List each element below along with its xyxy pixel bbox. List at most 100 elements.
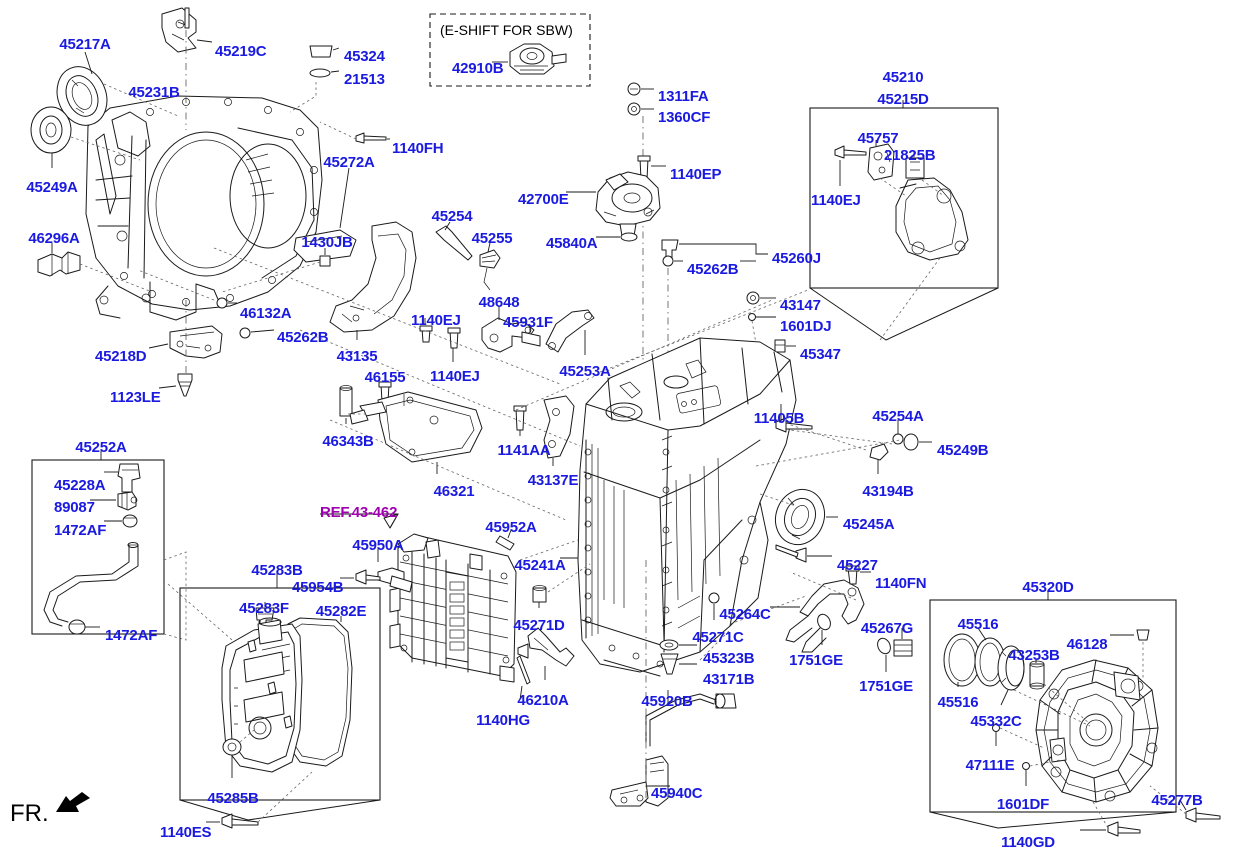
part-number-label-45940c[interactable]: 45940C: [651, 785, 703, 802]
part-number-label-45282e[interactable]: 45282E: [315, 603, 367, 620]
part-number-label-ref-43-462[interactable]: REF.43-462: [320, 504, 398, 521]
part-number-label-43147[interactable]: 43147: [780, 297, 821, 314]
part-number-label-42910b[interactable]: 42910B: [452, 60, 504, 77]
part-number-label-45516[interactable]: 45516: [957, 616, 999, 633]
part-number-label-1472af[interactable]: 1472AF: [54, 522, 107, 539]
part-1430jb-pin: [319, 255, 331, 267]
part-number-label-1140fh[interactable]: 1140FH: [392, 140, 444, 157]
part-number-label-1311fa[interactable]: 1311FA: [658, 88, 709, 105]
part-number-label-1140gd[interactable]: 1140GD: [1001, 834, 1055, 848]
part-number-label-1601dj[interactable]: 1601DJ: [780, 318, 832, 335]
part-number-label-46128[interactable]: 46128: [1066, 636, 1108, 653]
part-number-label-45241a[interactable]: 45241A: [514, 557, 566, 574]
part-45840a-oring: [620, 232, 638, 242]
part-number-label-45260j[interactable]: 45260J: [772, 250, 821, 267]
part-number-label-45262b[interactable]: 45262B: [277, 329, 329, 346]
part-number-label-45210[interactable]: 45210: [882, 69, 924, 86]
part-number-label-45272a[interactable]: 45272A: [323, 154, 375, 171]
part-number-label-45283f[interactable]: 45283F: [239, 600, 289, 617]
part-number-label-45245a[interactable]: 45245A: [843, 516, 895, 533]
part-number-label-45323b[interactable]: 45323B: [703, 650, 755, 667]
part-number-label-1140ej[interactable]: 1140EJ: [811, 192, 861, 209]
part-45271d-plug: [532, 585, 547, 603]
part-number-label-45332c[interactable]: 45332C: [970, 713, 1022, 730]
part-number-label-45285b[interactable]: 45285B: [207, 790, 259, 807]
part-number-label-45920b[interactable]: 45920B: [641, 693, 693, 710]
part-number-label-45249b[interactable]: 45249B: [937, 442, 989, 459]
part-number-label-45283b[interactable]: 45283B: [251, 562, 303, 579]
part-number-label-45320d[interactable]: 45320D: [1022, 579, 1074, 596]
part-number-label-45840a[interactable]: 45840A: [546, 235, 598, 252]
part-number-label-47111e[interactable]: 47111E: [965, 757, 1015, 774]
part-number-label-1140fn[interactable]: 1140FN: [875, 575, 927, 592]
part-number-label-1140hg[interactable]: 1140HG: [476, 712, 530, 729]
part-number-label-46343b[interactable]: 46343B: [322, 433, 374, 450]
part-number-label-1751ge[interactable]: 1751GE: [859, 678, 913, 695]
part-number-label-45227[interactable]: 45227: [837, 557, 878, 574]
part-number-label-43135[interactable]: 43135: [336, 348, 378, 365]
part-number-label-45271d[interactable]: 45271D: [513, 617, 565, 634]
part-number-label-45271c[interactable]: 45271C: [692, 629, 744, 646]
part-number-label-45231b[interactable]: 45231B: [128, 84, 180, 101]
part-number-label-43253b[interactable]: 43253B: [1008, 647, 1060, 664]
part-number-label-45950a[interactable]: 45950A: [352, 537, 404, 554]
part-number-label-21825b[interactable]: 21825B: [884, 147, 936, 164]
part-number-label-45215d[interactable]: 45215D: [877, 91, 929, 108]
part-45219c-bracket: [161, 7, 197, 53]
part-number-label-1140es[interactable]: 1140ES: [160, 824, 212, 841]
part-number-label-45277b[interactable]: 45277B: [1151, 792, 1203, 809]
part-1123le-bolt: [177, 373, 193, 397]
part-number-label-46321[interactable]: 46321: [433, 483, 475, 500]
part-number-label-45218d[interactable]: 45218D: [95, 348, 147, 365]
part-number-label-1123le[interactable]: 1123LE: [110, 389, 161, 406]
part-45757-bracket: [867, 143, 895, 181]
part-number-label-45249a[interactable]: 45249A: [26, 179, 78, 196]
part-number-label-1430jb[interactable]: 1430JB: [301, 234, 353, 251]
part-43171b-plug: [660, 653, 679, 675]
part-number-label-42700e[interactable]: 42700E: [518, 191, 569, 208]
part-number-label-46132a[interactable]: 46132A: [240, 305, 292, 322]
part-number-label-45253a[interactable]: 45253A: [559, 363, 611, 380]
part-number-label-45219c[interactable]: 45219C: [215, 43, 267, 60]
part-number-label-45264c[interactable]: 45264C: [719, 606, 771, 623]
part-43194b-bushing: [869, 443, 889, 461]
part-number-label-45262b[interactable]: 45262B: [687, 261, 739, 278]
part-number-label-1140ej[interactable]: 1140EJ: [430, 368, 480, 385]
part-number-label-21513[interactable]: 21513: [344, 71, 385, 88]
part-45931f-pin: [521, 331, 541, 347]
part-number-label-43137e[interactable]: 43137E: [527, 472, 579, 489]
part-number-label-1751ge[interactable]: 1751GE: [789, 652, 843, 669]
part-45228a-connector: [117, 463, 141, 493]
part-number-label-45516[interactable]: 45516: [937, 694, 979, 711]
part-45272a-cover: [293, 229, 357, 263]
part-number-label-43171b[interactable]: 43171B: [703, 671, 755, 688]
part-number-label-45347[interactable]: 45347: [800, 346, 841, 363]
part-number-label-45254[interactable]: 45254: [431, 208, 473, 225]
part-number-label-45267g[interactable]: 45267G: [860, 620, 914, 637]
part-number-label-43194b[interactable]: 43194B: [862, 483, 914, 500]
part-number-label-1141aa[interactable]: 1141AA: [497, 442, 551, 459]
part-number-label-11405b[interactable]: 11405B: [753, 410, 805, 427]
part-number-label-45252a[interactable]: 45252A: [75, 439, 127, 456]
part-number-label-1140ep[interactable]: 1140EP: [670, 166, 722, 183]
part-number-label-45757[interactable]: 45757: [857, 130, 899, 147]
part-number-label-45952a[interactable]: 45952A: [485, 519, 537, 536]
part-number-label-89087[interactable]: 89087: [54, 499, 95, 516]
part-1751ge-ring-b: [877, 637, 891, 655]
part-number-label-1601df[interactable]: 1601DF: [996, 796, 1050, 813]
part-number-label-45217a[interactable]: 45217A: [59, 36, 111, 53]
part-number-label-1360cf[interactable]: 1360CF: [658, 109, 711, 126]
part-number-label-1140ej[interactable]: 1140EJ: [411, 312, 461, 329]
part-number-label-48648[interactable]: 48648: [478, 294, 520, 311]
part-number-label-1472af[interactable]: 1472AF: [105, 627, 158, 644]
part-number-label-46210a[interactable]: 46210A: [517, 692, 569, 709]
part-number-label-45228a[interactable]: 45228A: [54, 477, 106, 494]
part-number-label-45931f[interactable]: 45931F: [503, 314, 553, 331]
part-number-label-46296a[interactable]: 46296A: [28, 230, 80, 247]
part-number-label-45255[interactable]: 45255: [471, 230, 513, 247]
part-number-label-46155[interactable]: 46155: [364, 369, 406, 386]
part-number-label-45954b[interactable]: 45954B: [292, 579, 344, 596]
part-number-label-45254a[interactable]: 45254A: [872, 408, 924, 425]
part-number-label-45324[interactable]: 45324: [344, 48, 385, 65]
